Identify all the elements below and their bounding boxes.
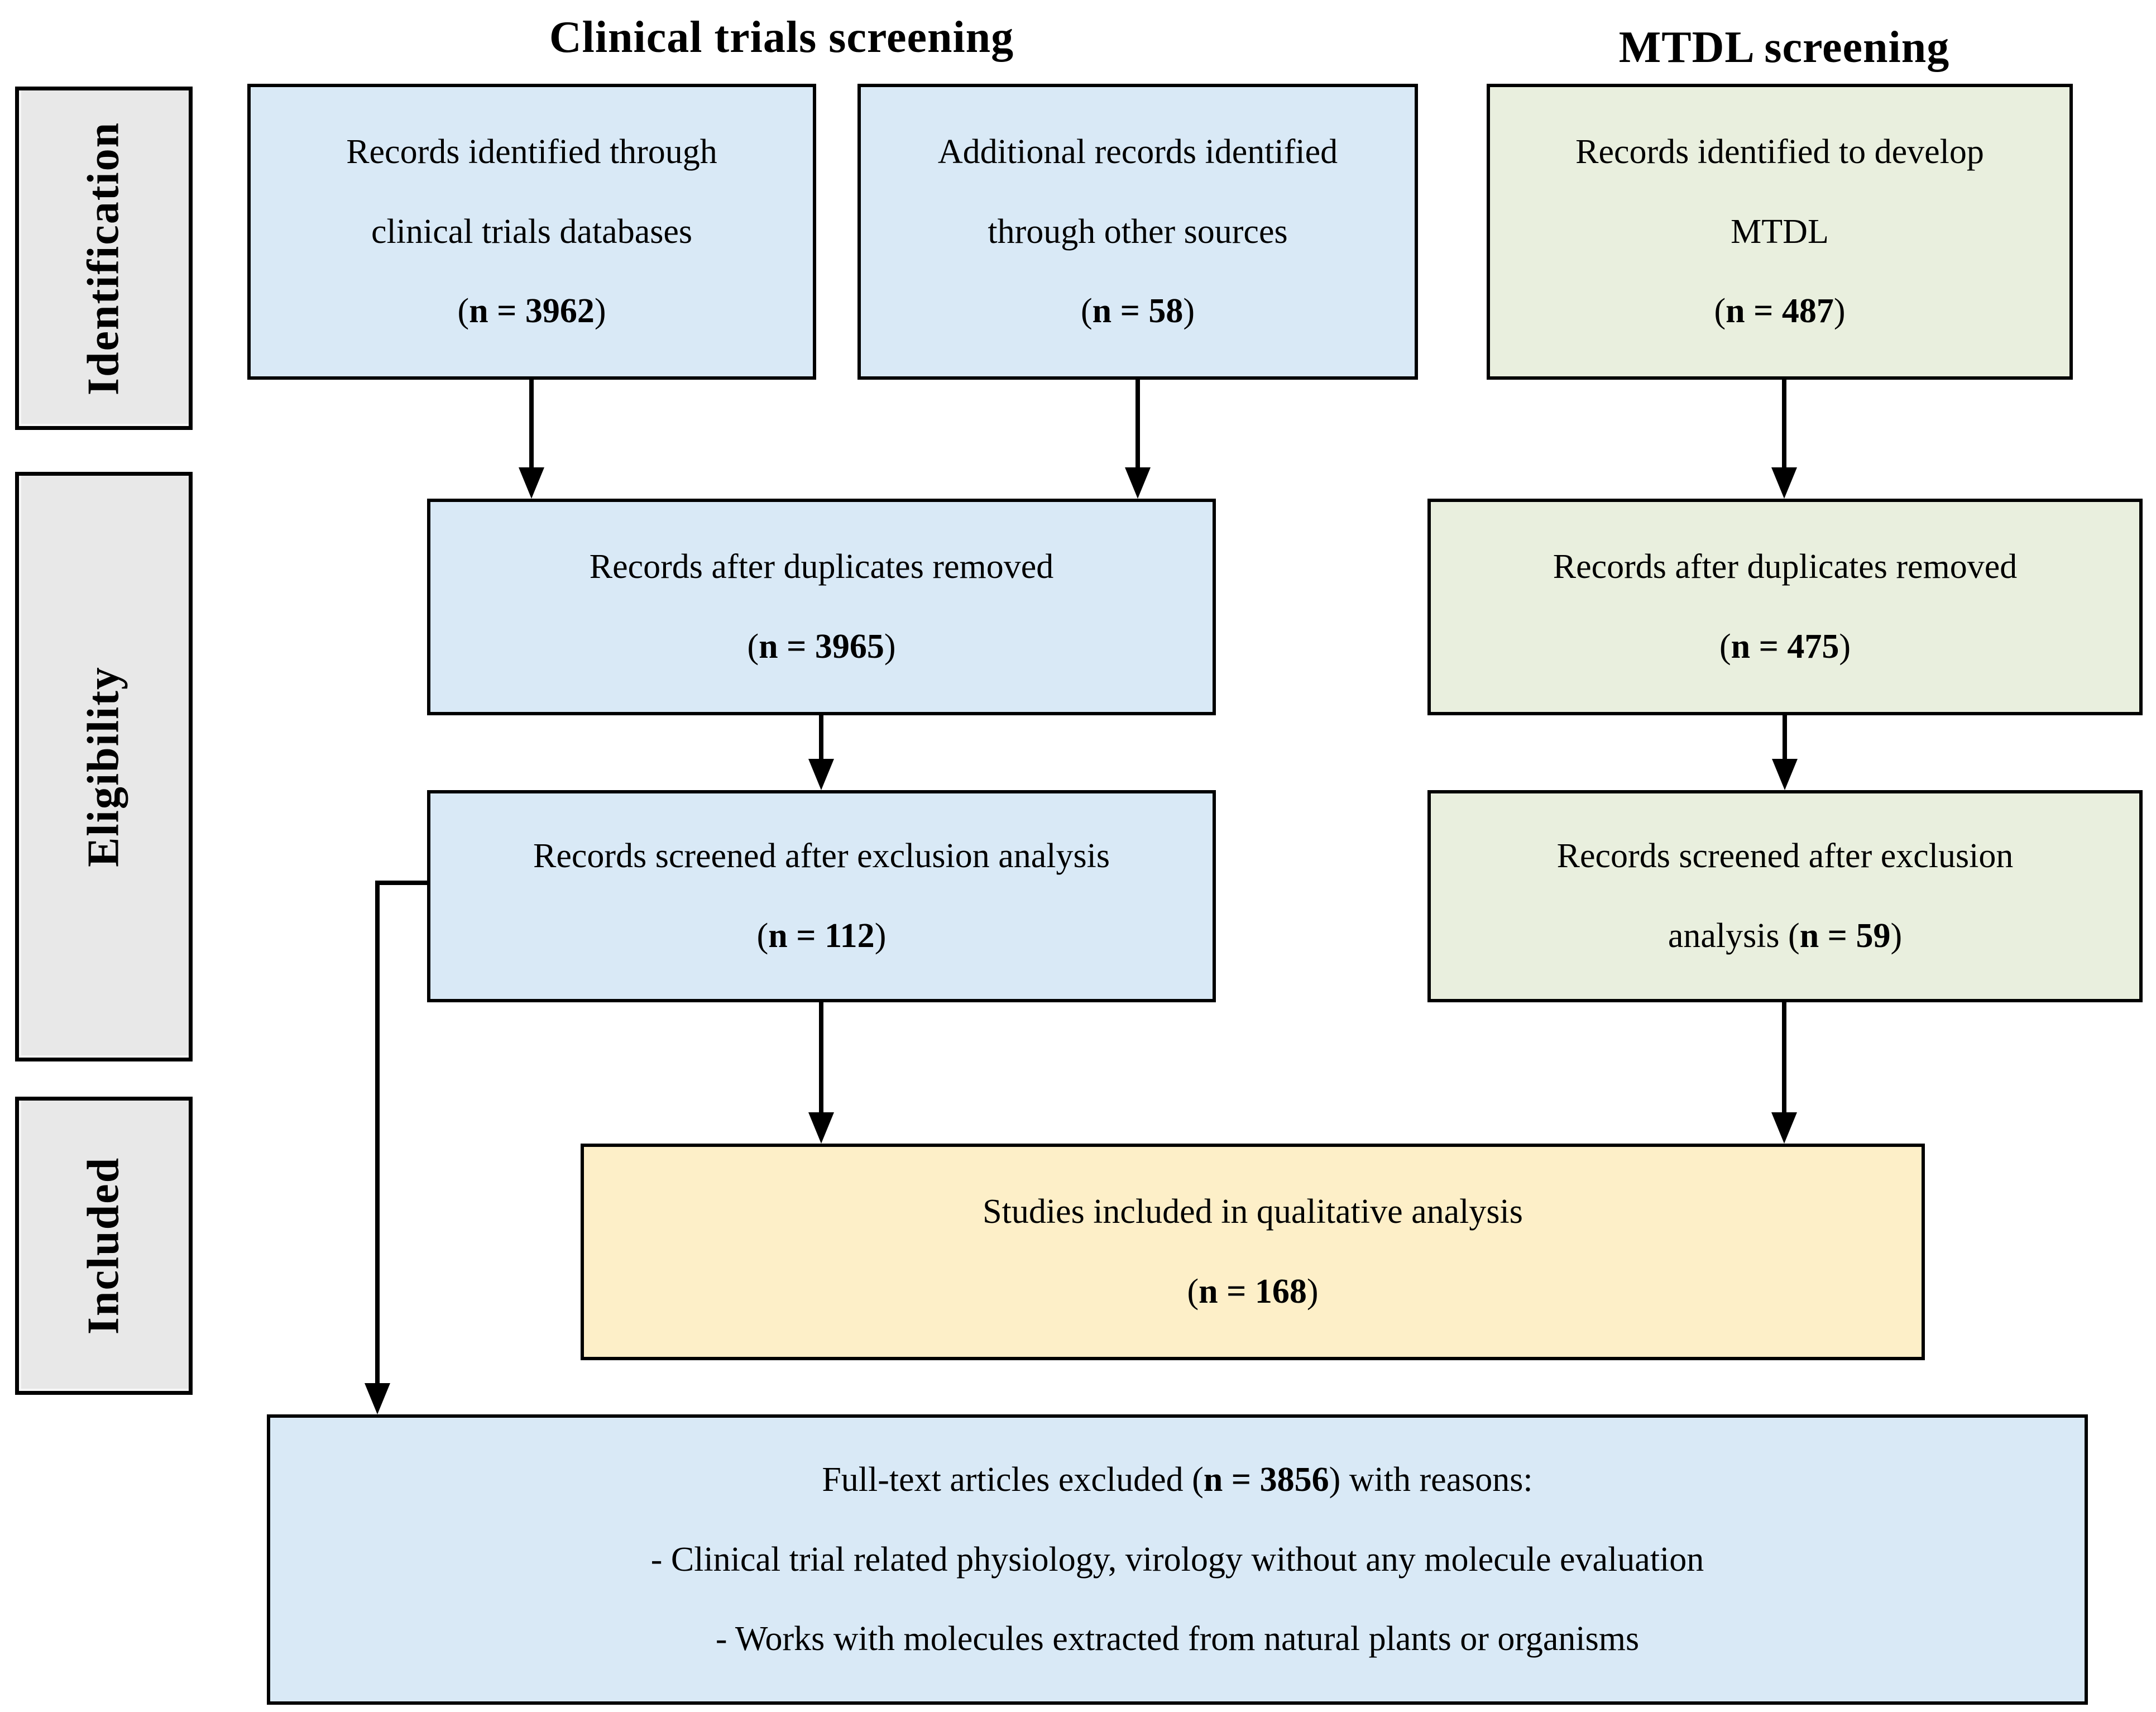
arrow-line-mtdl-identified-to-dedup	[1782, 380, 1786, 473]
box-screened-clinical: Records screened after exclusion analysi…	[427, 790, 1216, 1002]
box-n-line: (n = 487)	[1714, 292, 1846, 331]
box-text-line: Additional records identified	[937, 133, 1338, 171]
arrow-head-ct-screened-to-included	[808, 1112, 834, 1144]
arrow-head-mtdl-screened-to-included	[1771, 1112, 1797, 1144]
phase-included-label: Included	[79, 1156, 128, 1335]
box-n-line: analysis (n = 59)	[1668, 917, 1903, 955]
arrow-line-mtdl-screened-to-included	[1782, 1002, 1786, 1118]
arrow-head-branch-to-excluded	[365, 1383, 390, 1414]
box-n-line: (n = 475)	[1719, 628, 1851, 666]
box-records-identified-clinical-trials: Records identified through clinical tria…	[247, 84, 816, 380]
box-n-line: (n = 112)	[756, 917, 887, 955]
box-text-line: MTDL	[1731, 212, 1829, 251]
box-text-line: Records identified to develop	[1575, 133, 1984, 171]
box-text-line: - Clinical trial related physiology, vir…	[650, 1540, 1704, 1579]
branch-line-vertical	[375, 881, 380, 1389]
box-text-line: Full-text articles excluded (n = 3856) w…	[822, 1461, 1533, 1499]
box-text-line: Studies included in qualitative analysis	[983, 1193, 1523, 1231]
arrow-line-ct-identified-to-dedup	[529, 380, 534, 473]
box-additional-records: Additional records identified through ot…	[857, 84, 1418, 380]
arrow-head-mtdl-dedup-to-screened	[1772, 759, 1798, 790]
box-text-line: - Works with molecules extracted from na…	[715, 1620, 1640, 1658]
box-n-line: (n = 168)	[1187, 1273, 1319, 1311]
arrow-line-ct-screened-to-included	[819, 1002, 823, 1118]
phase-identification-label: Identification	[79, 121, 128, 395]
box-text-line: through other sources	[988, 212, 1288, 251]
box-duplicates-removed-mtdl: Records after duplicates removed (n = 47…	[1427, 499, 2143, 715]
box-screened-mtdl: Records screened after exclusion analysi…	[1427, 790, 2143, 1002]
box-text-line: Records after duplicates removed	[1553, 548, 2018, 586]
box-text-line: clinical trials databases	[371, 212, 692, 251]
arrow-head-mtdl-identified-to-dedup	[1771, 467, 1797, 499]
box-included-qualitative: Studies included in qualitative analysis…	[581, 1144, 1925, 1360]
arrow-head-ct-identified-to-dedup	[519, 467, 544, 499]
arrow-line-mtdl-dedup-to-screened	[1783, 715, 1787, 764]
arrow-line-ct-dedup-to-screened	[819, 715, 823, 764]
box-text-line: Records screened after exclusion	[1556, 837, 2014, 876]
box-text-line: Records after duplicates removed	[589, 548, 1054, 586]
phase-identification: Identification	[15, 87, 193, 430]
phase-eligibility-label: Eligibility	[79, 666, 128, 867]
arrow-line-additional-to-dedup	[1136, 380, 1140, 473]
column-header-clinical-trials: Clinical trials screening	[549, 13, 1014, 62]
phase-included: Included	[15, 1097, 193, 1395]
arrow-head-additional-to-dedup	[1125, 467, 1151, 499]
box-n-line: (n = 58)	[1080, 292, 1195, 331]
box-records-identified-mtdl: Records identified to develop MTDL (n = …	[1487, 84, 2073, 380]
box-fulltext-excluded: Full-text articles excluded (n = 3856) w…	[267, 1414, 2088, 1705]
column-header-mtdl: MTDL screening	[1618, 23, 1950, 72]
branch-line-horizontal	[377, 881, 427, 885]
box-n-line: (n = 3965)	[747, 628, 896, 666]
box-text-line: Records screened after exclusion analysi…	[533, 837, 1110, 876]
box-n-line: (n = 3962)	[457, 292, 606, 331]
arrow-head-ct-dedup-to-screened	[808, 759, 834, 790]
box-duplicates-removed-clinical: Records after duplicates removed (n = 39…	[427, 499, 1216, 715]
phase-eligibility: Eligibility	[15, 472, 193, 1061]
box-text-line: Records identified through	[346, 133, 717, 171]
